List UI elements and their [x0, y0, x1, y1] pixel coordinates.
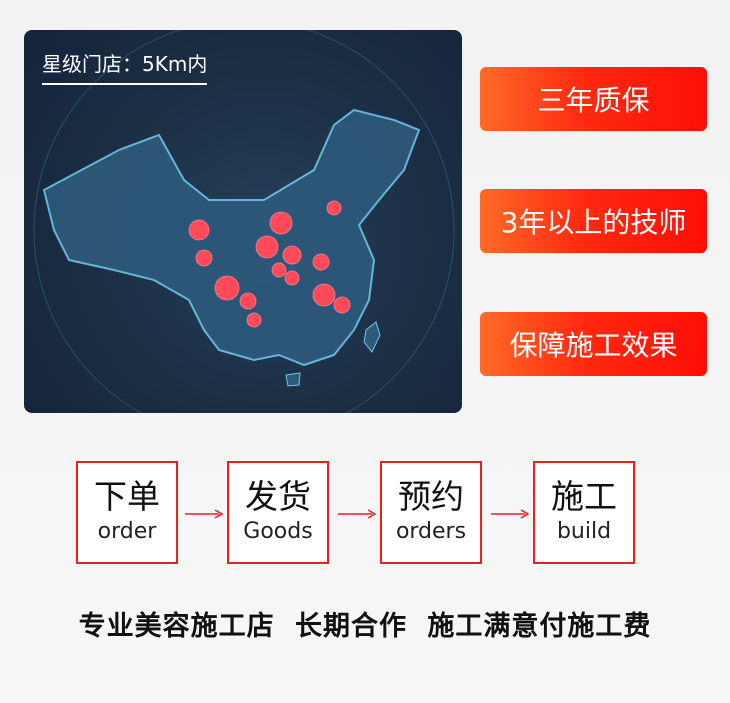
- map-title: 星级门店：5Km内: [42, 48, 208, 85]
- badge-technician: 3年以上的技师: [480, 189, 707, 253]
- step-order: 下单 order: [76, 461, 178, 564]
- badge-guarantee: 保障施工效果: [480, 312, 707, 376]
- step-en: orders: [395, 519, 467, 544]
- step-build: 施工 build: [533, 461, 635, 564]
- footer-slogan: 专业美容施工店 长期合作 施工满意付施工费: [78, 611, 652, 642]
- arrow-right-icon: [491, 509, 529, 519]
- badge-warranty: 三年质保: [480, 67, 707, 131]
- step-cn: 发货: [245, 477, 311, 516]
- step-en: build: [556, 519, 612, 544]
- arrow-right-icon: [185, 509, 223, 519]
- step-en: Goods: [243, 519, 313, 544]
- step-cn: 下单: [94, 477, 160, 516]
- step-appointment: 预约 orders: [380, 461, 482, 564]
- step-cn: 施工: [551, 477, 617, 516]
- china-map-image: [33, 30, 455, 413]
- step-cn: 预约: [398, 477, 464, 516]
- store-map-panel: 星级门店：5Km内: [24, 30, 462, 413]
- step-goods: 发货 Goods: [227, 461, 329, 564]
- step-en: order: [97, 519, 157, 544]
- arrow-right-icon: [338, 509, 376, 519]
